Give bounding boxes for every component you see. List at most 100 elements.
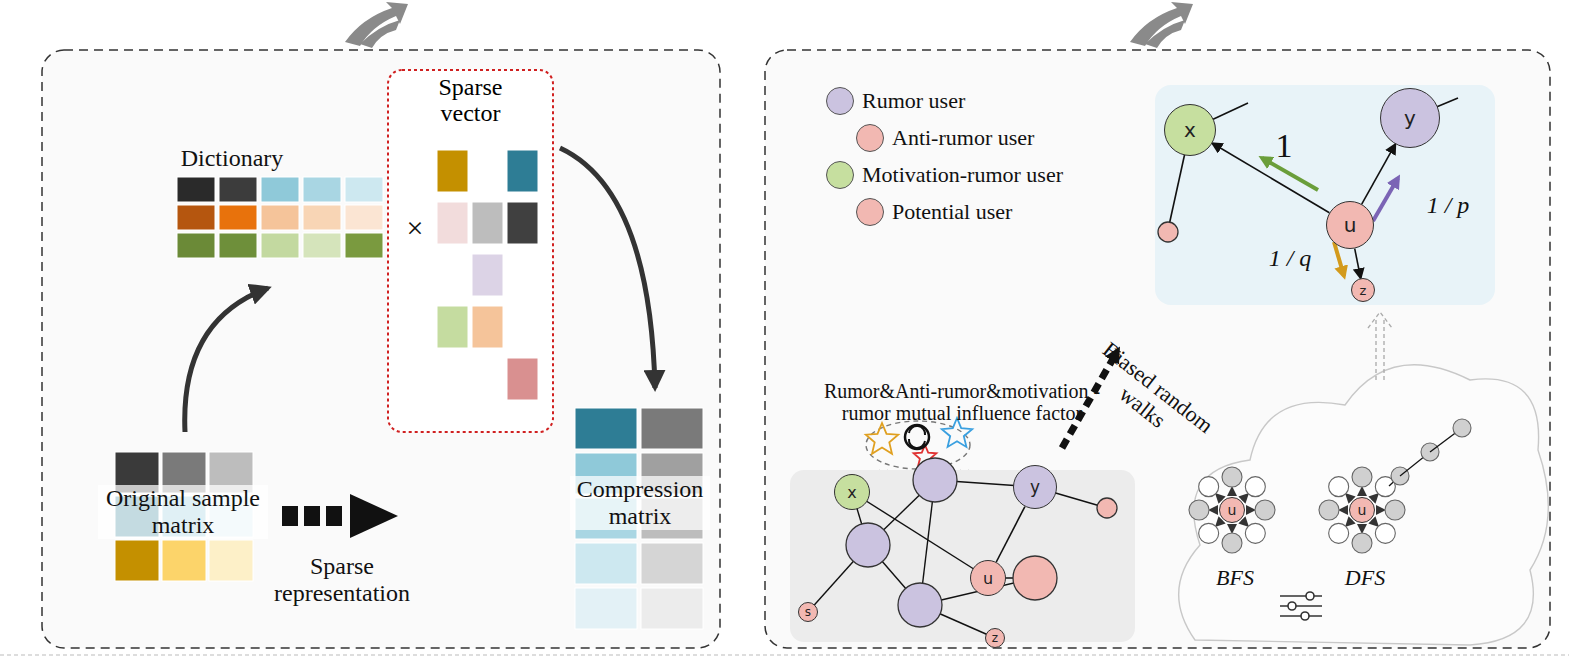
user-node: z (985, 628, 1005, 648)
matrix-cell (303, 177, 341, 202)
node-text: u (983, 569, 993, 588)
star-symbol (866, 423, 898, 454)
walk-arrow (1242, 520, 1248, 526)
neighbor-node (1385, 500, 1405, 520)
walk-arrow (1346, 520, 1352, 526)
matrix-cell (472, 306, 503, 348)
label-text: × (400, 211, 430, 245)
matrix-cell (261, 205, 299, 230)
edge-line (996, 507, 1025, 562)
walk-arrow (1231, 524, 1232, 532)
user-node: z (1351, 278, 1375, 302)
matrix-cell (219, 205, 257, 230)
legend-text: Potential user (892, 199, 1012, 225)
matrix-cell (575, 543, 637, 584)
node-text: y (1404, 106, 1416, 130)
neighbor-node (1245, 523, 1265, 543)
matrix-cell (162, 540, 206, 581)
walk-arrow (1346, 494, 1352, 500)
label-text: Original sample matrix (98, 485, 268, 539)
node-text: y (1030, 477, 1040, 497)
walk-arrow (1231, 488, 1232, 496)
matrix-cell (437, 306, 468, 348)
label-text: Compression matrix (570, 476, 710, 530)
matrix-cell (219, 233, 257, 258)
node-text: z (1360, 283, 1367, 298)
legend-row: Motivation-rumor user (826, 156, 1063, 193)
legend-swatch (826, 87, 854, 115)
matrix-cell (261, 177, 299, 202)
matrix-cell (575, 408, 637, 449)
node-text: u (1228, 502, 1237, 518)
matrix-cell (177, 233, 215, 258)
user-node: x (834, 474, 870, 510)
matrix-cell (641, 588, 703, 629)
neighbor-node (1199, 523, 1219, 543)
neighbor-node (1329, 523, 1349, 543)
walk-arrow (1372, 520, 1378, 526)
user-node: u (970, 560, 1006, 596)
legend-row: Anti-rumor user (826, 119, 1063, 156)
label-text: DFS (1335, 566, 1395, 591)
legend-text: Anti-rumor user (892, 125, 1034, 151)
matrix-cell (507, 202, 538, 244)
matrix-cell (641, 543, 703, 584)
edge-line (1212, 143, 1329, 212)
walk-arrow (1246, 509, 1254, 510)
legend-row: Potential user (826, 193, 1063, 230)
legend-text: Rumor user (862, 88, 965, 114)
node-text: u (1358, 502, 1367, 518)
matrix-cell (345, 177, 383, 202)
matrix-cell (641, 408, 703, 449)
matrix-cell (177, 177, 215, 202)
neighbor-node (1222, 533, 1242, 553)
label-text: BFS (1205, 566, 1265, 591)
user-node: s (798, 602, 818, 622)
matrix-cell (261, 233, 299, 258)
edge-label: 1 (1276, 127, 1293, 165)
node-text: s (805, 605, 811, 619)
node-text: x (1184, 118, 1196, 142)
legend-swatch (856, 198, 884, 226)
walk-arrow (1361, 488, 1362, 496)
matrix-cell (345, 205, 383, 230)
neighbor-node (1352, 467, 1372, 487)
neighbor-node (1453, 419, 1471, 437)
node-text: x (847, 483, 856, 502)
matrix-cell (575, 588, 637, 629)
user-node: u (1326, 201, 1374, 249)
walk-arrow (1216, 520, 1222, 526)
matrix-cell (507, 150, 538, 192)
node-text: z (992, 631, 998, 645)
edge-line (1362, 144, 1396, 204)
label-text: Dictionary (152, 145, 312, 172)
user-node: y (1013, 465, 1057, 509)
walk-arrow (1210, 509, 1218, 510)
walk-arrow (1372, 494, 1378, 500)
matrix-cell (115, 540, 159, 581)
node-text: u (1344, 213, 1357, 237)
walk-arrow (1340, 509, 1348, 510)
matrix-cell (437, 202, 468, 244)
matrix-cell (209, 540, 253, 581)
node-text: Sparse vector (416, 74, 526, 127)
legend-swatch (826, 161, 854, 189)
neighbor-node (1329, 477, 1349, 497)
walk-arrow (1361, 524, 1362, 532)
sparse-vector-box: Sparse vector (388, 70, 553, 432)
legend: Rumor userAnti-rumor userMotivation-rumo… (826, 82, 1063, 230)
walk-arrow (1216, 494, 1222, 500)
edge-label: 1 / p (1427, 192, 1470, 219)
legend-row: Rumor user (826, 82, 1063, 119)
neighbor-node (1255, 500, 1275, 520)
neighbor-node (1189, 500, 1209, 520)
user-node: u (1219, 497, 1245, 523)
legend-swatch (856, 124, 884, 152)
matrix-cell (303, 205, 341, 230)
label-text: Sparse representation (267, 553, 417, 607)
matrix-cell (219, 177, 257, 202)
neighbor-node (1319, 500, 1339, 520)
matrix-cell (345, 233, 383, 258)
